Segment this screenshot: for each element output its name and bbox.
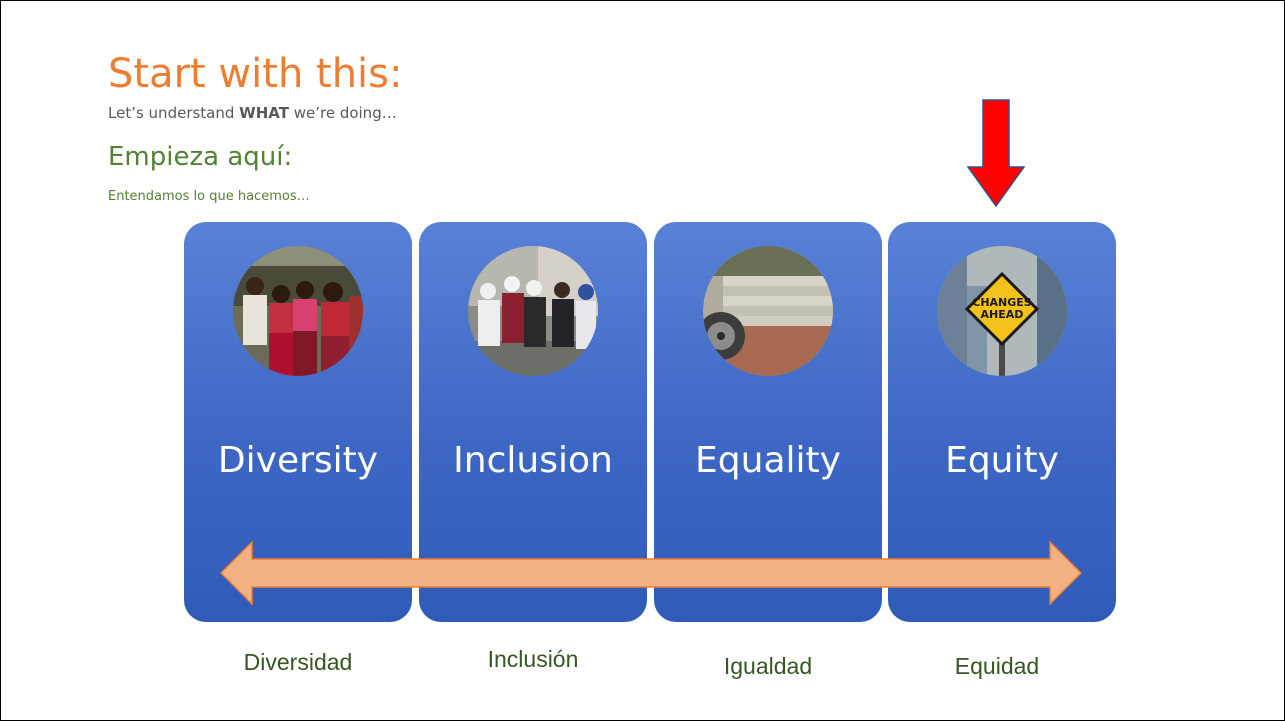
down-arrow-icon [967,99,1025,207]
card-inclusion: Inclusion [419,222,647,622]
sign-text-line2: AHEAD [981,308,1024,321]
card-label-spanish: Diversidad [243,649,353,675]
double-headed-arrow-icon [220,541,1082,605]
steps-and-wheelchair-photo [703,246,833,376]
card-label-spanish: Equidad [954,653,1040,679]
subtitle-bold-word: WHAT [239,104,289,122]
card-label-spanish: Inclusión [487,646,579,672]
card-label: Equity [945,440,1059,481]
card-diversity: Diversity [184,222,412,622]
card-label: Equality [695,440,841,481]
sign-text-line1: CHANGES [972,296,1032,309]
subtitle-text-start: Let’s understand [108,104,240,122]
subtitle-text-end: we’re doing… [288,104,397,122]
slide-subtitle: Let’s understand WHAT we’re doing… [108,104,397,122]
changes-ahead-sign-photo: CHANGES AHEAD [937,246,1067,376]
card-label: Inclusion [453,440,613,481]
card-label: Diversity [217,440,379,481]
card-label-spanish: Igualdad [723,653,813,679]
card-equality: Equality [654,222,882,622]
slide-subtitle-spanish: Entendamos lo que hacemos… [108,189,310,204]
card-equity: CHANGES AHEAD Equity [888,222,1116,622]
workers-in-hard-hats-photo [468,246,598,376]
women-in-traditional-dress-photo [233,246,363,376]
slide-title: Start with this: [108,51,403,97]
slide-title-spanish: Empieza aquí: [108,142,293,172]
